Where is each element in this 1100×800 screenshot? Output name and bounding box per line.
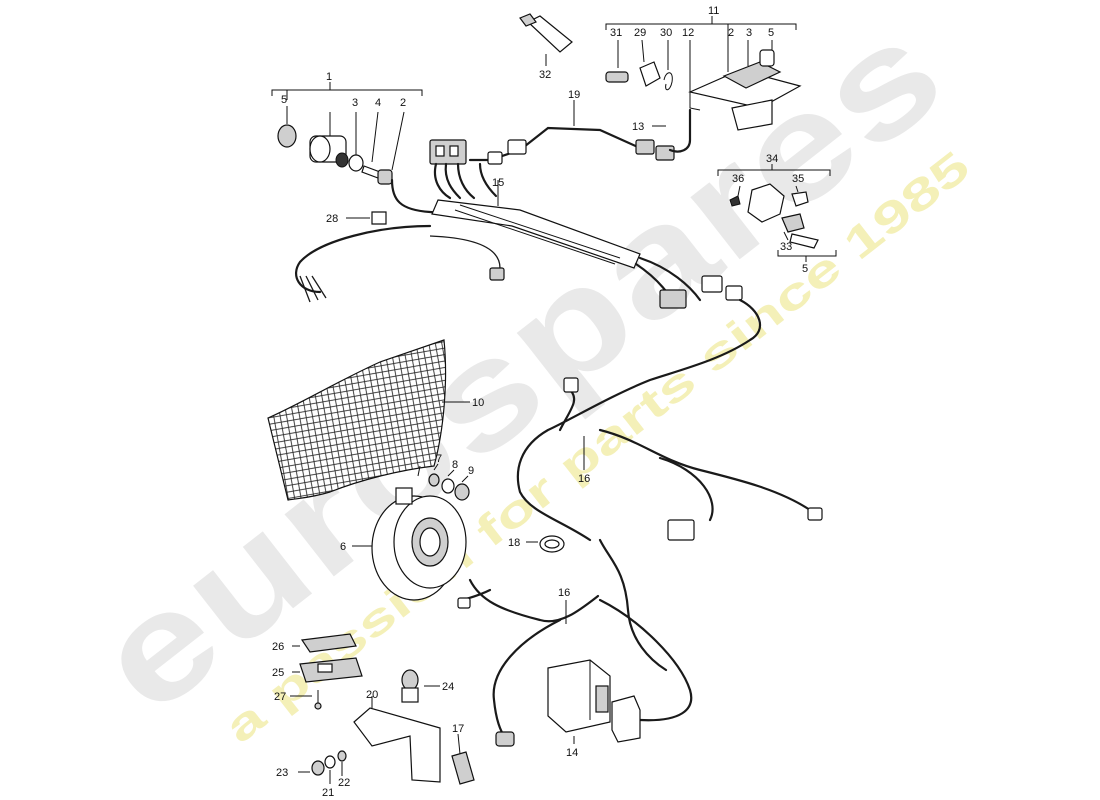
label-30: 30 [660,27,672,39]
label-20: 20 [366,689,378,701]
label-32: 32 [539,69,551,81]
harness-19 [468,100,675,165]
label-28: 28 [326,213,338,225]
harness-16-lower [598,538,668,672]
bracket-20 [353,696,441,783]
pads-25-26 [290,633,363,710]
switch-34 [729,183,819,249]
hose-17 [451,733,475,785]
left-branch-wire [295,224,432,294]
switch-lock-assembly [605,24,802,153]
mesh-panel-10 [267,339,470,501]
label-29: 29 [634,27,646,39]
label-36: 36 [732,173,744,185]
pump-24 [401,669,440,703]
label-5a: 5 [281,94,287,106]
group-11-bracket [605,16,797,30]
clip-28 [346,211,387,225]
label-22: 22 [338,777,350,789]
label-2b: 2 [728,27,734,39]
ignition-lock-cylinder [277,106,405,185]
label-16b: 16 [558,587,570,599]
lock-wire [390,178,472,217]
clip-18 [526,535,565,553]
label-5b: 5 [768,27,774,39]
main-harness-15 [429,139,743,309]
label-26: 26 [272,641,284,653]
label-31: 31 [610,27,622,39]
label-24: 24 [442,681,454,693]
label-14: 14 [566,747,578,759]
label-18: 18 [508,537,520,549]
tube-32 [519,13,573,66]
label-5c: 5 [802,263,808,275]
label-7: 7 [436,453,442,465]
label-15: 15 [492,177,504,189]
label-3b: 3 [746,27,752,39]
label-17: 17 [452,723,464,735]
label-1: 1 [326,71,332,83]
group-34-bracket [717,164,837,262]
hardware-21-22-23 [298,750,347,784]
label-11: 11 [708,5,719,17]
label-19: 19 [568,89,580,101]
group-1-bracket [271,82,423,100]
hardware-7-8-9 [417,463,470,501]
label-33: 33 [780,241,792,253]
label-9: 9 [468,465,474,477]
label-2a: 2 [400,97,406,109]
label-23: 23 [276,767,288,779]
label-35: 35 [792,173,804,185]
label-25: 25 [272,667,284,679]
label-6: 6 [340,541,346,553]
label-16a: 16 [578,473,590,485]
label-8: 8 [452,459,458,471]
label-27: 27 [274,691,286,703]
horn-6 [352,487,467,601]
label-21: 21 [322,787,334,799]
watermark-brand: eurospares [66,0,973,745]
watermark: eurospares a passion for parts since 198… [66,0,979,753]
label-10: 10 [472,397,484,409]
callout-labels: 1 5 3 4 2 28 15 19 32 11 31 29 30 12 2 3… [272,5,808,799]
label-3a: 3 [352,97,358,109]
label-12: 12 [682,27,694,39]
label-34: 34 [766,153,778,165]
harness-16-upper [516,298,761,542]
relay-14 [547,659,641,744]
label-4: 4 [375,97,381,109]
label-13: 13 [632,121,644,133]
